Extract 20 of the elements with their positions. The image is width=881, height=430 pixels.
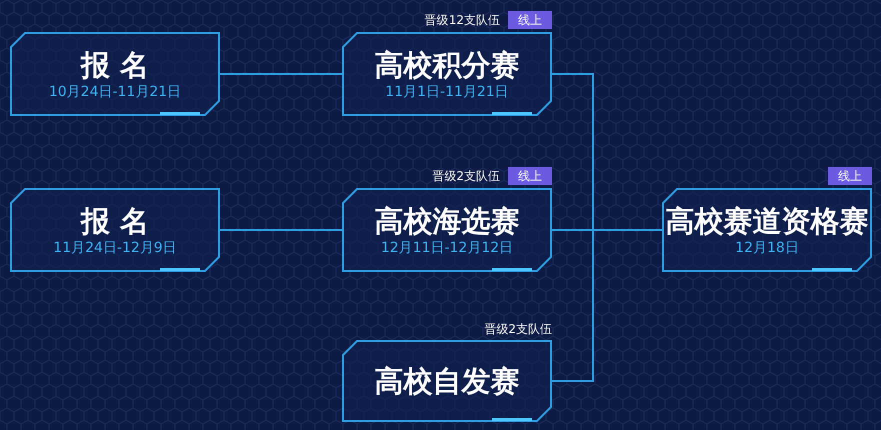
date-range: 11月24日-12月9日 <box>53 239 177 257</box>
advance-note: 晋级2支队伍 <box>432 168 500 184</box>
stage-title: 报 名 <box>80 47 150 83</box>
online-badge: 线上 <box>508 167 552 185</box>
connector-line <box>220 73 342 75</box>
connector-line <box>552 229 662 382</box>
online-badge: 线上 <box>508 11 552 29</box>
connector-line <box>220 229 342 231</box>
date-range: 11月1日-11月21日 <box>385 83 509 101</box>
advance-note: 晋级2支队伍 <box>484 321 552 337</box>
date-range: 12月11日-12月12日 <box>380 239 514 257</box>
date-range: 12月18日 <box>735 239 799 257</box>
stage-title: 高校自发赛 <box>374 363 520 399</box>
stage-title: 高校海选赛 <box>374 203 520 239</box>
advance-note: 晋级12支队伍 <box>424 12 500 28</box>
stage-title: 报 名 <box>80 203 150 239</box>
date-range: 10月24日-11月21日 <box>48 83 182 101</box>
online-badge: 线上 <box>828 167 872 185</box>
stage-title: 高校积分赛 <box>374 47 520 83</box>
stage-title: 高校赛道资格赛 <box>666 203 868 239</box>
